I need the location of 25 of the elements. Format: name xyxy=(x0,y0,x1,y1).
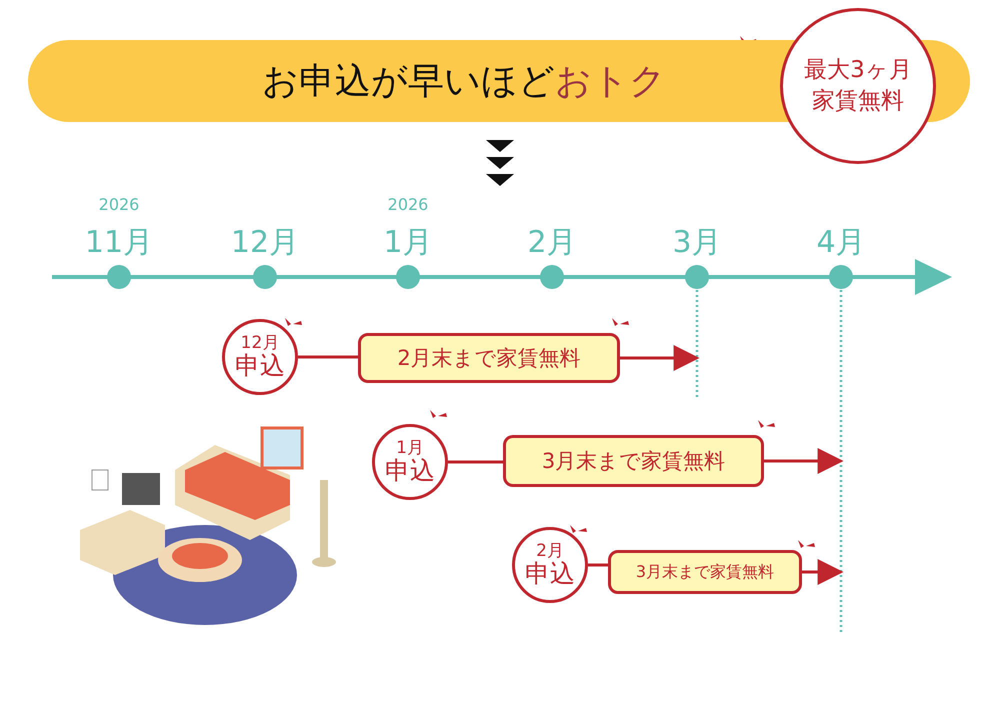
free-rent-label: 2月末まで家賃無料 xyxy=(358,333,620,383)
month-label: 3月 xyxy=(672,224,722,262)
arrow xyxy=(764,448,844,474)
badge-text: 最大3ヶ月家賃無料 xyxy=(804,56,912,116)
month-label: 2月 xyxy=(527,224,577,262)
month-text: 1月 xyxy=(396,440,424,458)
month-label: 11月 xyxy=(84,224,154,262)
free-rent-label: 3月末まで家賃無料 xyxy=(503,435,764,487)
connector-line xyxy=(588,564,608,566)
year-label: 2026 xyxy=(388,195,428,214)
month-text: 12月 xyxy=(240,334,280,353)
month-label: 4月 xyxy=(816,224,866,262)
connector-line xyxy=(448,460,503,464)
free-rent-label: 3月末まで家賃無料 xyxy=(608,550,802,594)
apply-text: 申込 xyxy=(525,560,575,588)
arrow xyxy=(802,559,844,585)
banner-text: お申込が早いほどおトク xyxy=(262,60,666,104)
arrow xyxy=(620,345,700,371)
apply-text: 申込 xyxy=(235,352,285,380)
apply-text: 申込 xyxy=(385,458,435,484)
month-text: 2月 xyxy=(536,542,564,561)
connector-line xyxy=(298,356,358,358)
year-label: 2026 xyxy=(98,195,140,214)
month-label: 1月 xyxy=(383,224,433,262)
month-label: 12月 xyxy=(230,224,300,262)
